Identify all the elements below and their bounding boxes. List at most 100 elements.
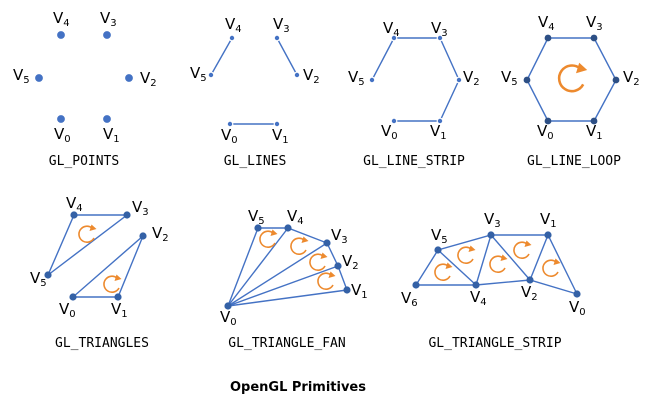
strip-edge bbox=[490, 234, 531, 281]
vertex-label-v2: V2 bbox=[623, 68, 640, 88]
vertex-label-v2: V2 bbox=[342, 252, 359, 272]
panel-gl-lines: V4 V3 V5 V2 V0 V1 GL_LINES bbox=[190, 15, 320, 169]
vertex-label-v2: V2 bbox=[152, 224, 169, 244]
fan-spoke bbox=[227, 242, 328, 307]
vertex-point-v2 bbox=[612, 76, 620, 84]
vertex-point-v1 bbox=[590, 117, 598, 125]
winding-arrow-icon bbox=[434, 261, 454, 282]
vertex-point-v0 bbox=[573, 290, 581, 298]
vertex-label-v1: V1 bbox=[351, 281, 368, 301]
vertex-label-v2: V2 bbox=[303, 66, 320, 86]
vertex-label-v0: V0 bbox=[569, 298, 586, 318]
fan-spoke bbox=[227, 227, 289, 307]
vertex-point-v5 bbox=[44, 271, 52, 279]
winding-arrow-icon bbox=[513, 239, 533, 260]
vertex-label-v3: V3 bbox=[431, 19, 448, 39]
vertex-point-v1 bbox=[273, 120, 281, 128]
vertex-point-v3 bbox=[101, 29, 113, 41]
vertex-label-v0: V0 bbox=[221, 126, 238, 146]
caption-gl-triangle-strip: GL_TRIANGLE_STRIP bbox=[428, 336, 561, 351]
vertex-point-v2 bbox=[293, 71, 301, 79]
caption-gl-triangle-fan: GL_TRIANGLE_FAN bbox=[228, 336, 345, 351]
vertex-label-v0: V0 bbox=[59, 300, 76, 320]
vertex-point-v0 bbox=[55, 113, 67, 125]
vertex-label-v5: V5 bbox=[248, 207, 265, 227]
fan-spoke bbox=[227, 265, 339, 307]
vertex-label-v3: V3 bbox=[100, 9, 117, 29]
vertex-point-v5 bbox=[434, 246, 442, 254]
vertex-label-v1: V1 bbox=[430, 122, 447, 142]
strip-outline-bottom bbox=[416, 279, 578, 295]
winding-arrow-icon bbox=[290, 235, 310, 256]
line-loop-path bbox=[526, 37, 617, 122]
vertex-label-v3: V3 bbox=[273, 15, 290, 35]
winding-arrow-icon bbox=[542, 257, 562, 278]
vertex-point-v0 bbox=[226, 120, 234, 128]
winding-arrow-icon bbox=[489, 253, 509, 274]
strip-edge bbox=[475, 234, 492, 286]
panel-gl-line-strip: V4 V3 V5 V2 V0 V1 GL_LINE_STRIP bbox=[348, 19, 480, 169]
vertex-point-v5 bbox=[33, 72, 45, 84]
vertex-point-v3 bbox=[590, 34, 598, 42]
vertex-point-v2 bbox=[334, 262, 342, 270]
vertex-label-v5: V5 bbox=[190, 64, 207, 84]
vertex-label-v0: V0 bbox=[381, 122, 398, 142]
vertex-point-v5 bbox=[368, 76, 376, 84]
vertex-label-v4: V4 bbox=[287, 207, 304, 227]
line-strip-path bbox=[371, 37, 460, 122]
winding-arrow-icon bbox=[103, 273, 123, 294]
vertex-point-v5 bbox=[207, 71, 215, 79]
caption-gl-line-strip: GL_LINE_STRIP bbox=[363, 154, 465, 169]
fan-spoke bbox=[227, 289, 348, 307]
vertex-label-v0: V0 bbox=[220, 308, 237, 328]
panel-gl-triangle-fan: V5 V4 V3 V2 V1 V0 GL_TRIANGLE_FAN bbox=[220, 207, 368, 351]
line-segment bbox=[210, 37, 233, 76]
figure-title: OpenGL Primitives bbox=[230, 380, 366, 395]
vertex-label-v2: V2 bbox=[521, 283, 538, 303]
vertex-point-v1 bbox=[101, 113, 113, 125]
vertex-label-v0: V0 bbox=[537, 122, 554, 142]
vertex-point-v2 bbox=[526, 276, 534, 284]
vertex-point-v6 bbox=[412, 281, 420, 289]
vertex-label-v1: V1 bbox=[111, 300, 128, 320]
vertex-label-v4: V4 bbox=[383, 19, 400, 39]
vertex-point-v3 bbox=[323, 239, 331, 247]
caption-gl-line-loop: GL_LINE_LOOP bbox=[527, 154, 621, 169]
vertex-label-v4: V4 bbox=[225, 15, 242, 35]
panel-gl-points: V4 V3 V5 V2 V0 V1 GL_POINTS bbox=[13, 9, 157, 169]
vertex-point-v5 bbox=[254, 224, 262, 232]
vertex-point-v2 bbox=[139, 232, 147, 240]
vertex-label-v5: V5 bbox=[30, 269, 47, 289]
vertex-label-v4: V4 bbox=[53, 9, 70, 29]
caption-gl-points: GL_POINTS bbox=[49, 154, 119, 169]
strip-edge bbox=[529, 234, 549, 281]
vertex-label-v5: V5 bbox=[13, 66, 30, 86]
winding-arrow-icon bbox=[309, 251, 329, 272]
vertex-label-v4: V4 bbox=[470, 288, 487, 308]
vertex-point-v0 bbox=[544, 117, 552, 125]
vertex-label-v1: V1 bbox=[272, 126, 289, 146]
vertex-label-v3: V3 bbox=[132, 198, 149, 218]
vertex-point-v2 bbox=[123, 72, 135, 84]
vertex-point-v3 bbox=[123, 211, 131, 219]
vertex-point-v3 bbox=[487, 231, 495, 239]
vertex-label-v4: V4 bbox=[66, 194, 83, 214]
vertex-point-v1 bbox=[114, 293, 122, 301]
vertex-point-v0 bbox=[69, 293, 77, 301]
vertex-label-v2: V2 bbox=[140, 69, 157, 89]
fan-spoke bbox=[227, 227, 259, 307]
vertex-point-v0 bbox=[224, 302, 232, 310]
line-segment bbox=[276, 37, 298, 76]
vertex-label-v5: V5 bbox=[348, 68, 365, 88]
vertex-point-v1 bbox=[343, 286, 351, 294]
vertex-label-v1: V1 bbox=[103, 125, 120, 145]
vertex-point-v4 bbox=[390, 34, 398, 42]
triangle-2 bbox=[71, 235, 144, 298]
vertex-point-v2 bbox=[455, 76, 463, 84]
vertex-label-v1: V1 bbox=[540, 210, 557, 230]
vertex-point-v4 bbox=[70, 211, 78, 219]
vertex-point-v4 bbox=[284, 224, 292, 232]
caption-gl-triangles: GL_TRIANGLES bbox=[55, 336, 149, 351]
winding-arrow-icon bbox=[259, 228, 279, 249]
